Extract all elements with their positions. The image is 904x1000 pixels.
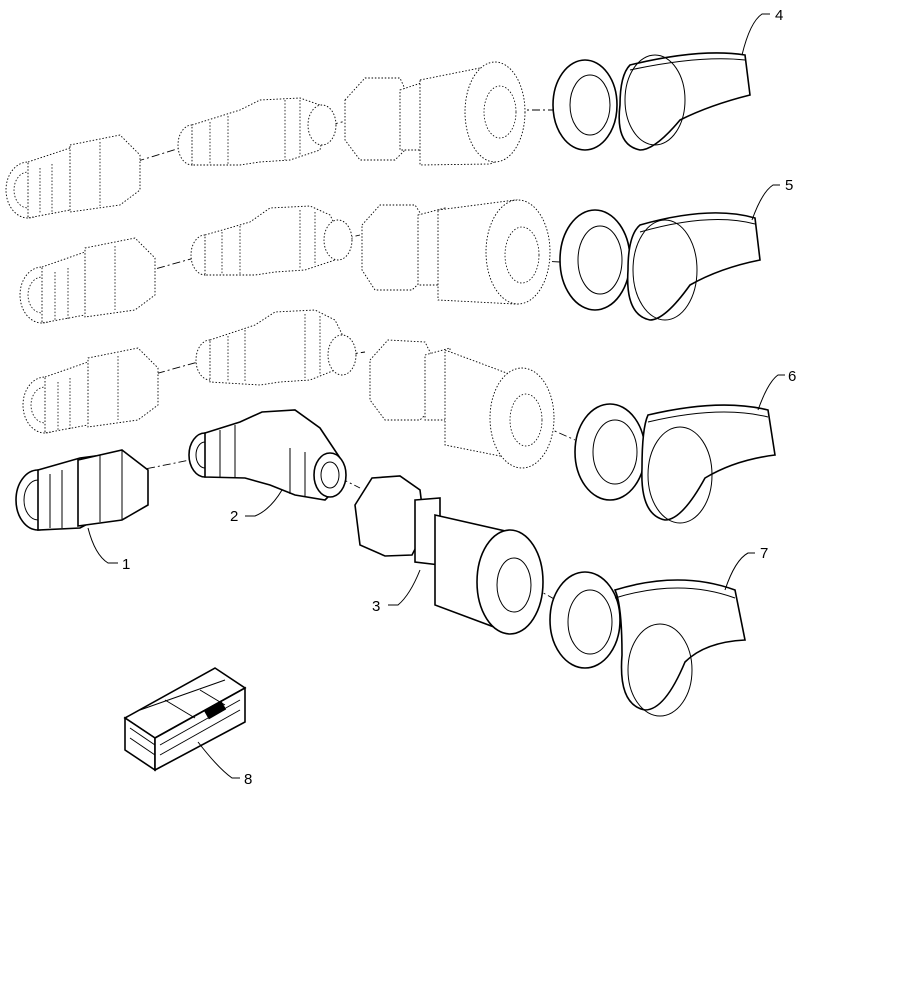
solid-row bbox=[15, 409, 746, 717]
quick-coupler-icon bbox=[354, 475, 544, 635]
dust-cap-4-icon bbox=[552, 52, 751, 151]
callout-2-label: 2 bbox=[230, 508, 238, 525]
callout-7-label: 7 bbox=[760, 545, 768, 562]
callout-1-label: 1 bbox=[122, 556, 130, 573]
elbow-fitting-icon bbox=[188, 409, 347, 501]
quick-coupler-ghost-icon bbox=[361, 199, 551, 305]
callout-5-label: 5 bbox=[785, 177, 793, 194]
callout-4-label: 4 bbox=[775, 7, 783, 24]
ghost-row-3 bbox=[22, 309, 776, 524]
quick-coupler-ghost-icon bbox=[344, 61, 526, 166]
kit-crate-icon bbox=[123, 667, 247, 772]
dust-cap-5-icon bbox=[559, 209, 761, 321]
callout-leaders bbox=[87, 13, 785, 779]
elbow-fitting-ghost-icon bbox=[190, 205, 353, 276]
dust-cap-6-icon bbox=[574, 403, 776, 524]
ghost-row-2 bbox=[19, 199, 761, 324]
dust-cap-7-icon bbox=[549, 571, 746, 717]
straight-adapter-fitting-icon bbox=[15, 449, 149, 531]
straight-adapter-ghost-icon bbox=[5, 134, 141, 219]
ghost-row-1 bbox=[5, 52, 751, 219]
elbow-fitting-ghost-icon bbox=[177, 97, 337, 166]
callout-6-label: 6 bbox=[788, 368, 796, 385]
straight-adapter-ghost-icon bbox=[19, 237, 156, 324]
quick-coupler-ghost-icon bbox=[369, 339, 555, 469]
elbow-fitting-ghost-icon bbox=[195, 309, 357, 386]
straight-adapter-ghost-icon bbox=[22, 347, 159, 434]
callout-3-label: 3 bbox=[372, 598, 380, 615]
callout-8-label: 8 bbox=[244, 771, 252, 788]
